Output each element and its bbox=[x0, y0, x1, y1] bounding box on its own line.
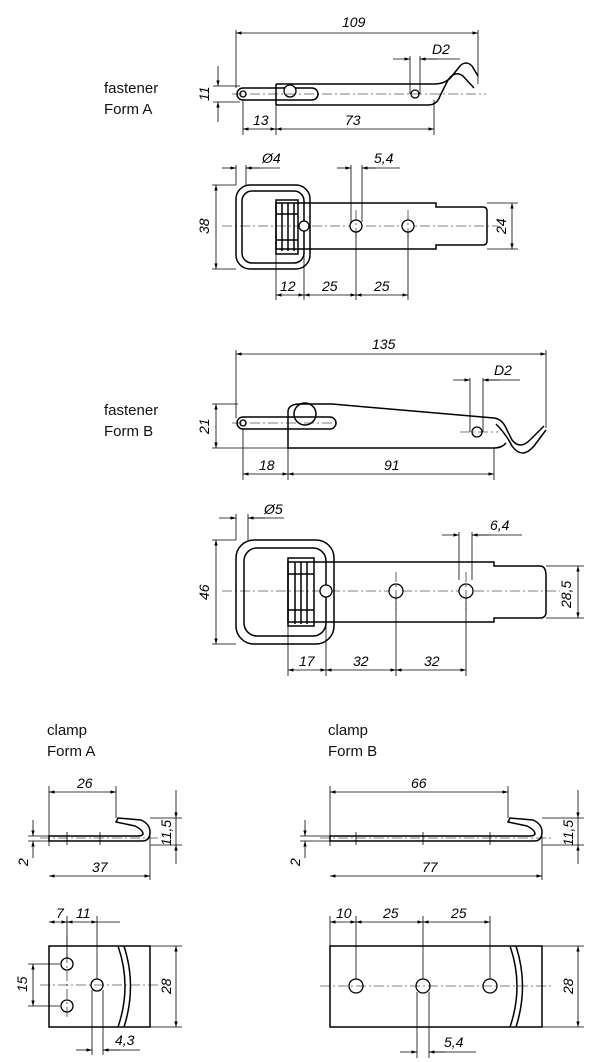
fastener-b-top-view: Ø5 6,4 46 28,5 bbox=[196, 501, 584, 676]
dim-fastener-a-hole: D2 bbox=[432, 41, 450, 57]
dim-fastener-b-height: 21 bbox=[196, 418, 212, 435]
clamp-b-top-view: 10 25 25 28 5,4 bbox=[320, 905, 584, 1058]
dim-fastener-b-offset: 18 bbox=[259, 457, 275, 473]
dim-clamp-b-a: 10 bbox=[336, 905, 352, 921]
dim-fastener-b-diameter: Ø5 bbox=[263, 501, 283, 517]
clamp-b-side-view: 66 11,5 2 77 bbox=[287, 775, 584, 880]
fastener-b-side-view: 135 D2 21 18 91 bbox=[196, 336, 547, 480]
caption-fastener-a-line1: fastener bbox=[104, 80, 159, 97]
fastener-a-top-view: Ø4 5,4 38 24 1 bbox=[196, 150, 518, 300]
caption-fastener-b-line1: fastener bbox=[104, 402, 159, 419]
dim-fastener-a-b: 25 bbox=[321, 278, 338, 294]
caption-clamp-b-line1: clamp bbox=[328, 722, 369, 739]
dim-fastener-b-hole-diameter: 6,4 bbox=[490, 517, 510, 533]
dim-clamp-a-hole: 4,3 bbox=[115, 1032, 135, 1048]
caption-fastener-a-line2: Form A bbox=[104, 101, 153, 118]
dim-clamp-a-a: 7 bbox=[56, 905, 65, 921]
dim-fastener-b-b: 32 bbox=[353, 653, 369, 669]
dim-clamp-a-top: 26 bbox=[76, 775, 93, 791]
dim-fastener-a-hole-diameter: 5,4 bbox=[374, 150, 394, 166]
dim-clamp-a-b: 11 bbox=[76, 905, 91, 921]
dim-fastener-a-c: 25 bbox=[373, 278, 390, 294]
clamp-a-top-view: 7 11 15 28 4,3 bbox=[14, 905, 182, 1055]
caption-clamp-b-line2: Form B bbox=[328, 743, 378, 760]
caption-clamp-form-b: clamp Form B bbox=[328, 720, 377, 762]
dim-clamp-a-height: 11,5 bbox=[158, 820, 174, 846]
dim-clamp-b-c: 25 bbox=[450, 905, 467, 921]
dim-clamp-b-height: 11,5 bbox=[560, 820, 576, 846]
caption-fastener-form-b: fastener Form B bbox=[104, 400, 158, 442]
dim-fastener-a-a: 12 bbox=[280, 278, 296, 294]
dim-fastener-a-offset: 13 bbox=[253, 112, 269, 128]
dim-clamp-b-top: 66 bbox=[411, 775, 427, 791]
caption-fastener-b-line2: Form B bbox=[104, 423, 154, 440]
dim-fastener-a-width-24: 24 bbox=[493, 218, 509, 235]
dim-fastener-b-width: 28,5 bbox=[558, 581, 574, 609]
dim-fastener-a-height-38: 38 bbox=[196, 218, 212, 234]
dim-clamp-b-thickness: 2 bbox=[287, 858, 303, 867]
caption-clamp-a-line2: Form A bbox=[47, 743, 96, 760]
fastener-a-side-view: 109 D2 11 13 73 bbox=[196, 14, 486, 135]
dim-fastener-b-hole: D2 bbox=[494, 362, 512, 378]
dim-fastener-a-length: 109 bbox=[342, 14, 366, 30]
dim-clamp-a-length: 37 bbox=[92, 859, 109, 875]
caption-clamp-a-line1: clamp bbox=[47, 722, 88, 739]
dim-clamp-b-hole: 5,4 bbox=[444, 1034, 464, 1050]
dim-fastener-b-height-46: 46 bbox=[196, 584, 212, 600]
dim-fastener-a-diameter: Ø4 bbox=[261, 150, 281, 166]
dim-clamp-a-spacing: 15 bbox=[14, 976, 30, 992]
dim-clamp-b-length: 77 bbox=[422, 859, 439, 875]
caption-fastener-form-a: fastener Form A bbox=[104, 78, 158, 120]
dim-clamp-b-b: 25 bbox=[382, 905, 399, 921]
dim-fastener-b-body: 91 bbox=[384, 457, 400, 473]
dim-clamp-b-width: 28 bbox=[560, 978, 576, 995]
dim-fastener-a-body: 73 bbox=[345, 112, 361, 128]
dim-clamp-a-thickness: 2 bbox=[15, 858, 31, 867]
caption-clamp-form-a: clamp Form A bbox=[47, 720, 95, 762]
clamp-a-side-view: 26 11,5 2 37 bbox=[15, 775, 182, 880]
dim-fastener-a-height: 11 bbox=[196, 86, 212, 101]
dim-fastener-b-length: 135 bbox=[372, 336, 396, 352]
dim-clamp-a-width: 28 bbox=[158, 978, 174, 995]
dim-fastener-b-a: 17 bbox=[299, 653, 316, 669]
dim-fastener-b-c: 32 bbox=[424, 653, 440, 669]
